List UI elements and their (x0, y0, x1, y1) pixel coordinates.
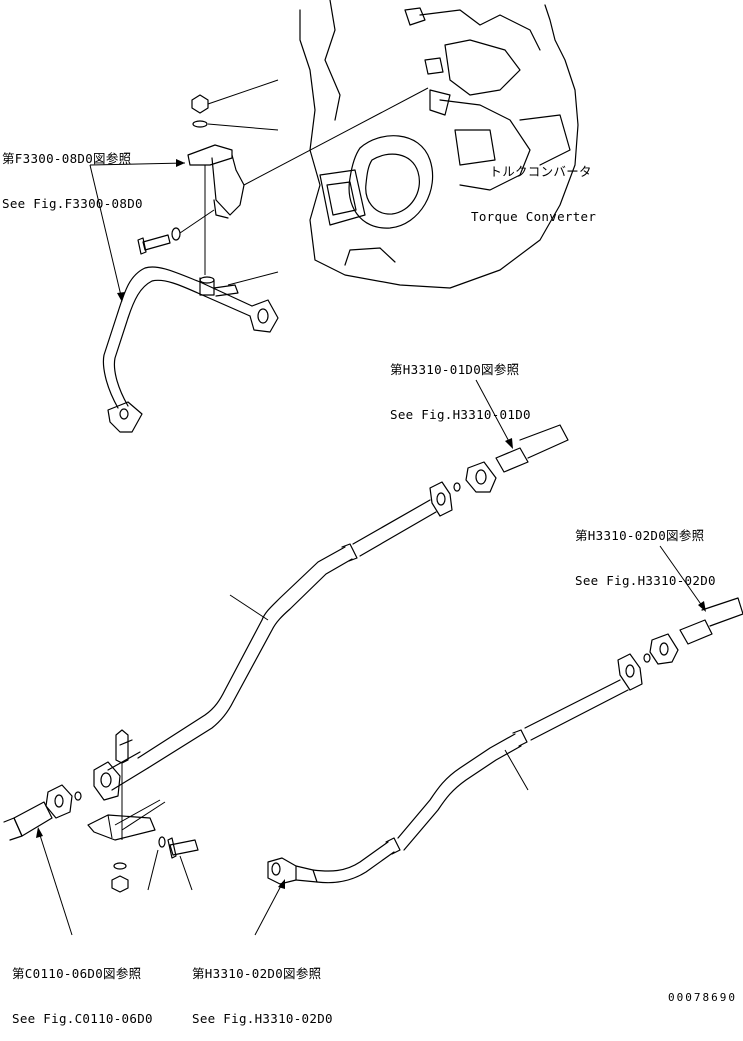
callout-c0110: 第C0110-06D0図参照 See Fig.C0110-06D0 (12, 936, 153, 1041)
parts-diagram (3, 0, 743, 936)
callout-h3310-01-jp: 第H3310-01D0図参照 (390, 362, 520, 377)
lower-pipe-assembly (267, 597, 743, 885)
upper-pipe-assembly (102, 266, 279, 433)
callout-c0110-jp: 第C0110-06D0図参照 (12, 966, 142, 981)
drawing-number: 00078690 (668, 991, 737, 1004)
callout-f3300: 第F3300-08D0図参照 See Fig.F3300-08D0 (2, 121, 143, 226)
callout-torque-converter: トルクコンバータ Torque Converter (471, 134, 596, 239)
callout-h3310-01-en: See Fig.H3310-01D0 (390, 407, 531, 422)
callout-h3310-02-right-jp: 第H3310-02D0図参照 (575, 528, 705, 543)
callout-h3310-02-bottom-jp: 第H3310-02D0図参照 (192, 966, 322, 981)
callout-f3300-en: See Fig.F3300-08D0 (2, 196, 143, 211)
torque-converter-en: Torque Converter (471, 209, 597, 224)
callout-c0110-en: See Fig.C0110-06D0 (12, 1011, 153, 1026)
torque-converter-housing (299, 0, 579, 289)
upper-bracket-assembly (137, 87, 429, 275)
leader-lines (36, 79, 706, 936)
callout-f3300-jp: 第F3300-08D0図参照 (2, 151, 132, 166)
callout-h3310-01: 第H3310-01D0図参照 See Fig.H3310-01D0 (390, 332, 531, 437)
callout-h3310-02-bottom-en: See Fig.H3310-02D0 (192, 1011, 333, 1026)
callout-h3310-02-right-en: See Fig.H3310-02D0 (575, 573, 716, 588)
callout-h3310-02-right: 第H3310-02D0図参照 See Fig.H3310-02D0 (575, 498, 716, 603)
middle-pipe-assembly (3, 424, 569, 893)
callout-h3310-02-bottom: 第H3310-02D0図参照 See Fig.H3310-02D0 (192, 936, 333, 1041)
torque-converter-jp: トルクコンバータ (489, 164, 592, 179)
